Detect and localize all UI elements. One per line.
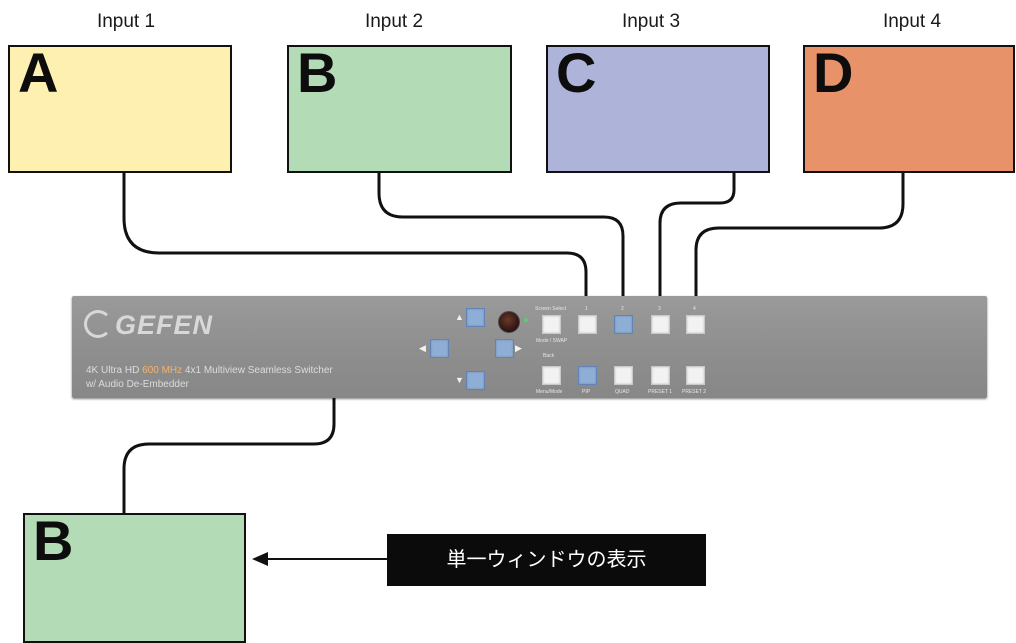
brand-mark-icon [84, 310, 112, 338]
quad-button[interactable] [614, 366, 633, 385]
wire-input-2 [377, 172, 625, 316]
input-4-label: Input 4 [882, 11, 942, 32]
menu-mode-button[interactable] [542, 366, 561, 385]
output-letter: B [33, 509, 74, 572]
model-line1-highlight: 600 MHz [142, 365, 183, 376]
down-arrow-icon: ▼ [455, 375, 464, 385]
back-label: Back [543, 353, 555, 359]
power-led [524, 318, 528, 322]
screen-select-button[interactable] [542, 315, 561, 334]
model-line1-pre: 4K Ultra HD [86, 365, 143, 376]
brand-name: GEFEN [115, 310, 214, 340]
brand-logo: GEFEN [84, 310, 213, 341]
preset-2-button[interactable] [686, 366, 705, 385]
nav-down-button[interactable] [466, 371, 485, 390]
input-number-2: 2 [621, 306, 624, 312]
wire-input-4 [694, 172, 905, 316]
input-4-button[interactable] [686, 315, 705, 334]
input-number-1: 1 [585, 306, 588, 312]
input-3-button[interactable] [651, 315, 670, 334]
input-1-letter: A [18, 41, 59, 104]
output-screen: B [23, 513, 246, 643]
connection-wires [122, 172, 905, 566]
input-3-screen: C [546, 45, 770, 173]
nav-up-button[interactable] [466, 308, 485, 327]
preset-2-label: PRESET 2 [682, 389, 707, 395]
wire-input-3 [658, 172, 736, 316]
input-number-3: 3 [658, 306, 661, 312]
up-arrow-icon: ▲ [455, 312, 464, 322]
input-1-button[interactable] [578, 315, 597, 334]
model-line1-post: 4x1 Multiview Seamless Switcher [182, 365, 333, 376]
model-line2: w/ Audio De-Embedder [86, 379, 189, 390]
ir-sensor [498, 311, 520, 333]
input-4-letter: D [813, 41, 854, 104]
switcher-device: GEFEN 4K Ultra HD 600 MHz 4x1 Multiview … [72, 296, 987, 398]
pip-label: PIP [582, 389, 591, 395]
model-description: 4K Ultra HD 600 MHz 4x1 Multiview Seamle… [86, 364, 333, 392]
input-3-letter: C [556, 41, 597, 104]
input-1-label: Input 1 [96, 11, 156, 32]
quad-label: QUAD [615, 389, 630, 395]
input-2-button[interactable] [614, 315, 633, 334]
wire-input-1 [122, 172, 588, 316]
input-2-label: Input 2 [364, 11, 424, 32]
callout-arrow [252, 552, 387, 566]
mode-swap-label: Mode / SWAP [536, 338, 568, 344]
menu-mode-label: Menu/Mode [536, 389, 563, 395]
left-arrow-icon: ◀ [419, 343, 426, 353]
preset-1-button[interactable] [651, 366, 670, 385]
input-3-label: Input 3 [621, 11, 681, 32]
input-1-screen: A [8, 45, 232, 173]
nav-left-button[interactable] [430, 339, 449, 358]
nav-right-button[interactable] [495, 339, 514, 358]
input-4-screen: D [803, 45, 1015, 173]
wire-output [122, 398, 336, 514]
preset-1-label: PRESET 1 [648, 389, 673, 395]
right-arrow-icon: ▶ [515, 343, 522, 353]
screen-select-label: Screen Select [535, 306, 567, 312]
input-number-4: 4 [693, 306, 696, 312]
input-2-letter: B [297, 41, 338, 104]
input-2-screen: B [287, 45, 512, 173]
pip-button[interactable] [578, 366, 597, 385]
single-window-callout: 単一ウィンドウの表示 [387, 534, 706, 586]
